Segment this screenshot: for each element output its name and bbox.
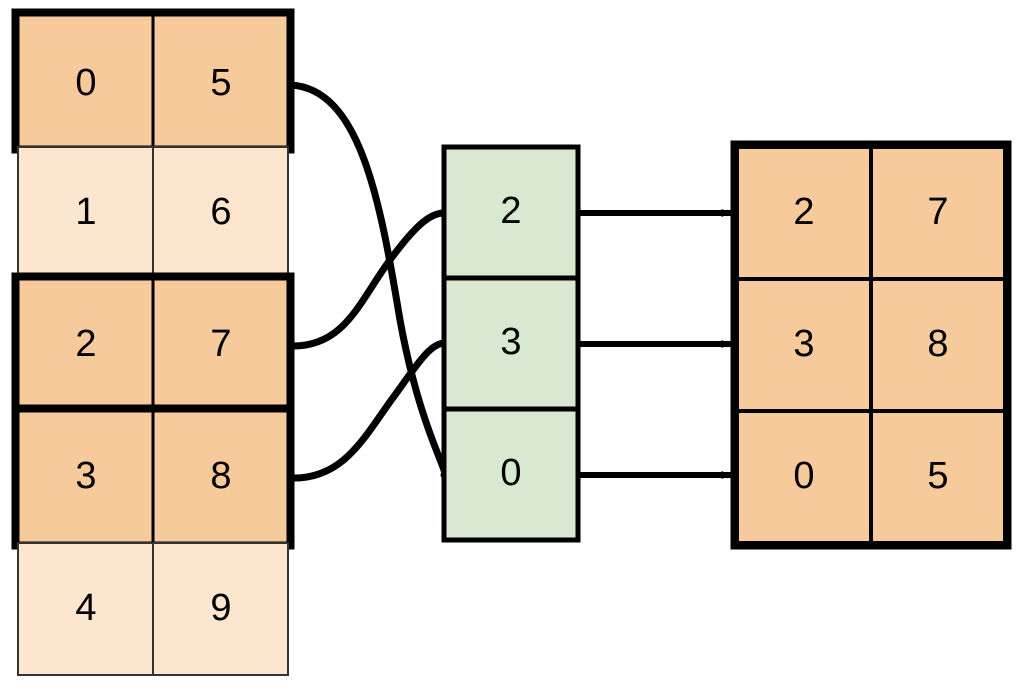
result-arrows	[578, 209, 732, 479]
index-cell-0-label: 2	[500, 190, 521, 232]
source-cell-1-1-label: 6	[210, 191, 231, 233]
index-cell-2-box[interactable]	[441, 406, 581, 543]
source-cell-1-0-label: 1	[75, 191, 96, 233]
index-cell-2[interactable]: 0	[441, 406, 581, 543]
connector-curves	[286, 81, 449, 482]
source-cell-2-0-label: 2	[75, 323, 96, 365]
source-cell-3-0-label: 3	[75, 455, 96, 497]
result-cell-2-1[interactable]	[869, 409, 1007, 545]
source-cell-2-0[interactable]	[16, 277, 155, 413]
source-cell-2-1-label: 7	[210, 323, 231, 365]
result-cell-0-0-label: 2	[793, 191, 814, 233]
index-cell-1-label: 3	[500, 321, 521, 363]
result-cell-2-1-label: 5	[927, 455, 948, 497]
result-cell-1-0-label: 3	[793, 323, 814, 365]
source-cell-4-0-label: 4	[75, 587, 96, 629]
result-row-1[interactable]: 3 8	[735, 277, 1007, 413]
source-row-0[interactable]: 0 5	[11, 8, 295, 154]
source-cell-0-0-label: 0	[75, 62, 96, 104]
curve-source-row-0-to-index-row-2	[286, 81, 449, 479]
result-cell-2-0[interactable]	[735, 409, 873, 545]
source-table: 0 5 1 6 2 7 3	[11, 8, 295, 676]
curve-source-row-2-to-index-row-0	[286, 209, 448, 350]
index-column: 2 3 0	[441, 144, 581, 543]
source-cell-4-1[interactable]	[152, 542, 289, 676]
result-cell-1-1[interactable]	[869, 277, 1007, 413]
index-cell-1[interactable]: 3	[441, 275, 581, 412]
index-cell-0-box[interactable]	[441, 144, 581, 281]
result-row-0[interactable]: 2 7	[735, 145, 1007, 281]
result-cell-1-1-label: 8	[927, 323, 948, 365]
result-cell-0-0[interactable]	[735, 145, 873, 281]
source-cell-4-1-label: 9	[210, 587, 231, 629]
source-cell-1-1[interactable]	[152, 146, 289, 280]
curve-source-row-3-to-index-row-1	[286, 339, 448, 482]
source-cell-4-0[interactable]	[17, 542, 154, 676]
result-table: 2 7 3 8 0 5	[730, 140, 1012, 550]
source-cell-2-1[interactable]	[151, 277, 290, 413]
source-row-3[interactable]: 3 8	[11, 404, 295, 550]
source-row-1[interactable]: 1 6	[17, 146, 289, 280]
source-row-2[interactable]: 2 7	[11, 272, 295, 418]
source-row-4[interactable]: 4 9	[17, 542, 289, 676]
index-cell-0[interactable]: 2	[441, 144, 581, 281]
result-cell-0-1-label: 7	[927, 191, 948, 233]
result-cell-0-1[interactable]	[869, 145, 1007, 281]
source-cell-0-1[interactable]	[151, 13, 290, 149]
source-cell-0-1-label: 5	[210, 62, 231, 104]
result-cell-2-0-label: 0	[793, 455, 814, 497]
source-cell-3-1-label: 8	[210, 455, 231, 497]
index-cell-2-label: 0	[500, 452, 521, 494]
result-row-2[interactable]: 0 5	[735, 409, 1007, 545]
